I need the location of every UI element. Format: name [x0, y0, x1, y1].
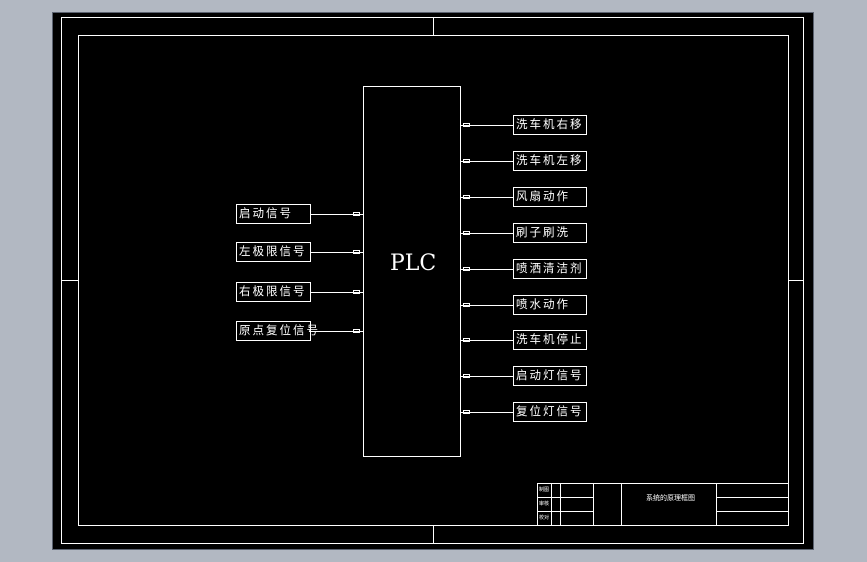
input-port [353, 212, 360, 216]
output-box-outline [513, 295, 587, 315]
output-port [463, 123, 470, 127]
output-signal-box: 喷水动作 [516, 297, 570, 311]
output-signal-box: 洗车机左移 [516, 153, 584, 167]
output-port [463, 374, 470, 378]
output-box-outline [513, 115, 587, 135]
output-box-outline [513, 330, 587, 350]
inner-frame [78, 35, 789, 526]
output-signal-box: 刷子刷洗 [516, 225, 570, 239]
output-signal-box: 洗车机停止 [516, 332, 584, 346]
output-box-outline [513, 366, 587, 386]
output-port [463, 195, 470, 199]
title-block-row-1: 制图 [539, 487, 550, 493]
output-signal-box: 复位灯信号 [516, 404, 584, 418]
input-signal-box: 左极限信号 [239, 244, 307, 258]
output-box-outline [513, 151, 587, 171]
output-signal-box: 洗车机右移 [516, 117, 584, 131]
output-box-outline [513, 223, 587, 243]
output-port [463, 159, 470, 163]
output-signal-box: 风扇动作 [516, 189, 570, 203]
plc-block [363, 86, 461, 457]
input-port [353, 290, 360, 294]
output-box-outline [513, 187, 587, 207]
plc-label: PLC [390, 251, 437, 276]
output-port [463, 231, 470, 235]
output-port [463, 267, 470, 271]
diagram-lines [61, 17, 804, 544]
drawing-sheet: PLC 启动信号左极限信号右极限信号原点复位信号 洗车机右移洗车机左移风扇动作刷… [53, 13, 813, 549]
input-port [353, 329, 360, 333]
input-signal-box: 原点复位信号 [239, 323, 320, 337]
output-signal-box: 启动灯信号 [516, 368, 584, 382]
outer-border [61, 17, 804, 544]
output-signal-box: 喷洒清洁剂 [516, 261, 584, 275]
title-block-title: 系统的原理框图 [646, 494, 695, 502]
title-block [537, 483, 789, 526]
input-signal-box: 启动信号 [239, 206, 293, 220]
input-signal-box: 右极限信号 [239, 284, 307, 298]
output-port [463, 338, 470, 342]
input-port [353, 250, 360, 254]
output-box-outline [513, 259, 587, 279]
output-port [463, 303, 470, 307]
title-block-row-3: 校对 [539, 515, 550, 521]
output-box-outline [513, 402, 587, 422]
title-block-row-2: 审核 [539, 501, 550, 507]
output-port [463, 410, 470, 414]
